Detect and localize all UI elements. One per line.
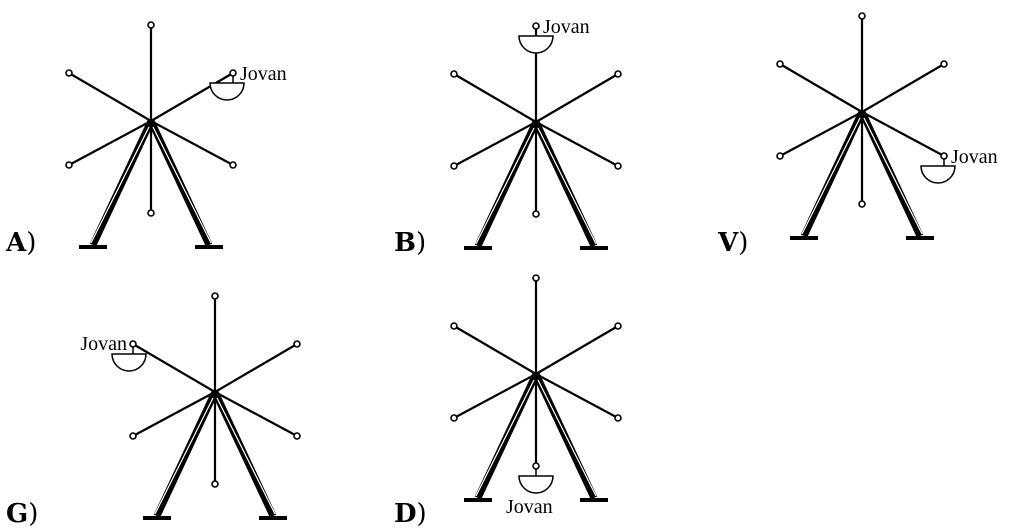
support-leg-highlight bbox=[475, 379, 535, 497]
option-paren: ) bbox=[28, 499, 38, 529]
spoke-end-upper-right bbox=[293, 340, 301, 348]
person-name: Jovan bbox=[951, 146, 998, 168]
spoke-upper-left bbox=[132, 343, 216, 393]
spoke-end-lower-right bbox=[614, 162, 622, 170]
spoke-lower-right bbox=[150, 120, 234, 166]
spoke-end-lower-left bbox=[450, 414, 458, 422]
person-name: Jovan bbox=[80, 333, 127, 355]
spoke-end-upper-left bbox=[450, 70, 458, 78]
option-letter: V bbox=[717, 228, 739, 258]
spoke-end-upper-left bbox=[776, 60, 784, 68]
spoke-lower-left bbox=[68, 120, 152, 166]
spoke-lower-left bbox=[779, 111, 863, 157]
spoke-end-upper-right bbox=[614, 322, 622, 330]
spoke-upper-right bbox=[535, 73, 619, 123]
spoke-upper-right bbox=[214, 343, 298, 393]
spoke-end-lower-left bbox=[450, 162, 458, 170]
spoke-end-bottom bbox=[858, 200, 866, 208]
option-label: V) bbox=[717, 228, 748, 258]
spoke-end-lower-left bbox=[65, 161, 73, 169]
spoke-lower-right bbox=[535, 373, 619, 419]
spoke-end-top bbox=[858, 12, 866, 20]
spoke-end-lower-right bbox=[614, 414, 622, 422]
spoke-end-upper-right bbox=[614, 70, 622, 78]
support-leg-highlight bbox=[152, 126, 212, 244]
spoke-end-top bbox=[147, 21, 155, 29]
option-letter: D bbox=[394, 499, 417, 529]
spoke-end-bottom bbox=[147, 209, 155, 217]
spoke-end-bottom bbox=[532, 210, 540, 218]
spoke-upper-left bbox=[453, 325, 537, 375]
support-leg-highlight bbox=[801, 117, 861, 235]
spoke-end-upper-right bbox=[229, 69, 237, 77]
spoke-lower-left bbox=[132, 391, 216, 437]
cabin bbox=[518, 475, 554, 494]
spoke-end-bottom bbox=[211, 480, 219, 488]
option-label: A) bbox=[5, 228, 36, 258]
option-letter: B bbox=[394, 228, 416, 258]
spoke-upper-right bbox=[535, 325, 619, 375]
support-leg-highlight bbox=[216, 397, 276, 515]
spoke-lower-right bbox=[535, 121, 619, 167]
option-label: B) bbox=[394, 228, 426, 258]
cabin bbox=[209, 82, 245, 101]
support-leg-highlight bbox=[90, 126, 150, 244]
spoke-end-upper-left bbox=[450, 322, 458, 330]
spoke-lower-right bbox=[861, 111, 945, 157]
option-paren: ) bbox=[416, 228, 426, 258]
spoke-upper-right bbox=[861, 63, 945, 113]
spoke-lower-right bbox=[214, 391, 298, 437]
option-paren: ) bbox=[417, 499, 427, 529]
option-label: G) bbox=[6, 499, 38, 529]
option-paren: ) bbox=[26, 228, 36, 258]
support-leg-highlight bbox=[537, 127, 597, 245]
spoke-end-top bbox=[532, 274, 540, 282]
spoke-end-lower-left bbox=[129, 432, 137, 440]
spoke-end-upper-left bbox=[129, 340, 137, 348]
spoke-lower-left bbox=[453, 121, 537, 167]
person-name: Jovan bbox=[240, 63, 287, 85]
option-paren: ) bbox=[738, 228, 748, 258]
spoke-end-top bbox=[532, 22, 540, 30]
support-leg-highlight bbox=[863, 117, 923, 235]
spoke-end-top bbox=[211, 292, 219, 300]
support-leg-highlight bbox=[475, 127, 535, 245]
person-name: Jovan bbox=[506, 496, 553, 518]
spoke-upper-right bbox=[150, 72, 234, 122]
spoke-end-lower-right bbox=[229, 161, 237, 169]
support-leg-highlight bbox=[154, 397, 214, 515]
spoke-end-lower-right bbox=[293, 432, 301, 440]
spoke-end-lower-left bbox=[776, 152, 784, 160]
spoke-upper-left bbox=[68, 72, 152, 122]
spoke-end-lower-right bbox=[940, 152, 948, 160]
cabin bbox=[111, 353, 147, 372]
spoke-lower-left bbox=[453, 373, 537, 419]
spoke-end-upper-left bbox=[65, 69, 73, 77]
option-label: D) bbox=[394, 499, 427, 529]
spoke-end-bottom bbox=[532, 462, 540, 470]
spoke-upper-left bbox=[779, 63, 863, 113]
option-d: Jovan D) bbox=[394, 274, 622, 529]
cabin bbox=[518, 35, 554, 54]
support-leg-highlight bbox=[537, 379, 597, 497]
option-letter: G bbox=[6, 499, 28, 529]
spoke-end-upper-right bbox=[940, 60, 948, 68]
person-name: Jovan bbox=[543, 16, 590, 38]
option-letter: A bbox=[5, 228, 27, 258]
cabin bbox=[920, 165, 956, 184]
spoke-upper-left bbox=[453, 73, 537, 123]
